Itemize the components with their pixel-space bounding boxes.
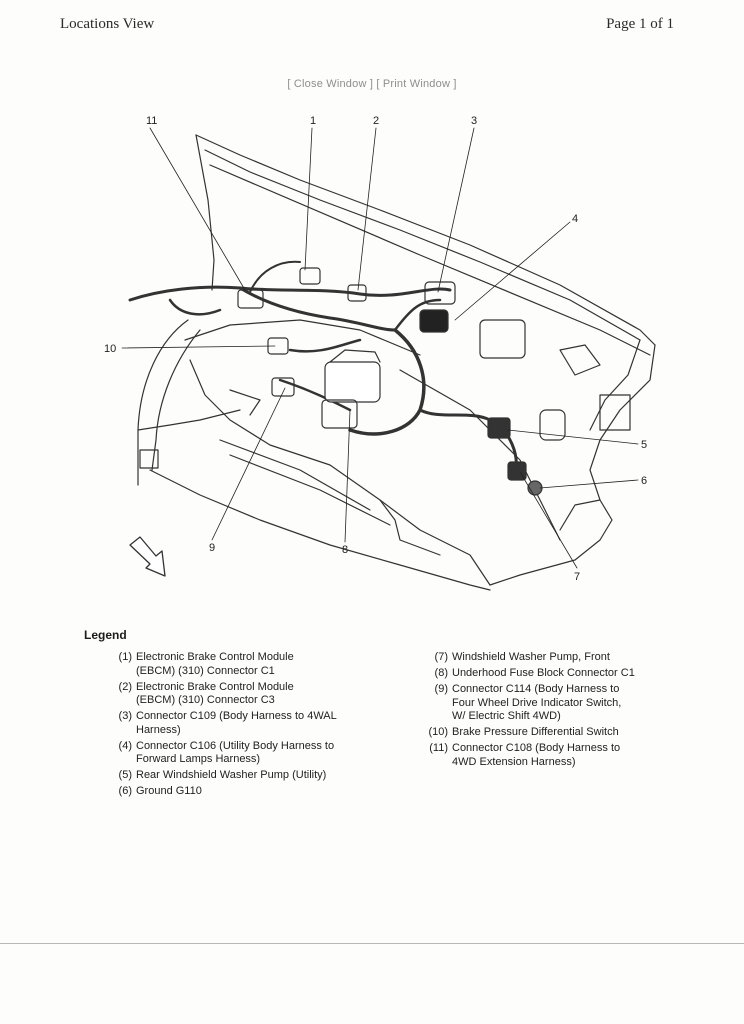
legend-item-text: Four Wheel Drive Indicator Switch, bbox=[452, 696, 622, 709]
callout-9: 9 bbox=[209, 542, 215, 554]
legend-item-text: Connector C114 (Body Harness to bbox=[452, 683, 620, 695]
callout-4: 4 bbox=[572, 213, 578, 225]
legend-item-number: (5) bbox=[118, 769, 132, 781]
legend-item-text: (EBCM) (310) Connector C1 bbox=[136, 664, 275, 677]
legend-item-text: Forward Lamps Harness) bbox=[136, 753, 261, 765]
callout-7: 7 bbox=[574, 571, 580, 583]
legend-item-text: Windshield Washer Pump, Front bbox=[452, 651, 610, 663]
callout-11: 11 bbox=[146, 115, 157, 127]
legend-item-text: Underhood Fuse Block Connector C1 bbox=[452, 667, 635, 679]
callout-8: 8 bbox=[342, 544, 348, 556]
callout-10: 10 bbox=[104, 343, 116, 355]
legend-item-number: (3) bbox=[118, 710, 132, 722]
callout-2: 2 bbox=[373, 115, 379, 127]
callout-6: 6 bbox=[641, 475, 647, 487]
legend-item-text: Brake Pressure Differential Switch bbox=[452, 726, 619, 738]
legend-item-text: Connector C106 (Utility Body Harness to bbox=[136, 739, 335, 752]
callout-1: 1 bbox=[310, 115, 316, 127]
engine-compartment-diagram: 11 1 2 3 4 5 6 7 8 9 10 bbox=[104, 115, 656, 591]
legend-item-text: Connector C109 (Body Harness to 4WAL bbox=[136, 710, 337, 722]
legend-item-text: Ground G110 bbox=[136, 785, 202, 797]
window-links: [ Close Window ] [ Print Window ] bbox=[0, 78, 744, 90]
legend-item-text: (EBCM) (310) Connector C3 bbox=[136, 694, 275, 706]
legend-item-text: Harness) bbox=[136, 723, 181, 736]
legend-item-text: Rear Windshield Washer Pump (Utility) bbox=[136, 769, 327, 781]
legend-item-number: (1) bbox=[118, 651, 132, 663]
legend-item-text: Connector C108 (Body Harness to bbox=[452, 742, 621, 754]
legend-item-number: (11) bbox=[429, 742, 448, 754]
legend-item-number: (4) bbox=[118, 739, 132, 752]
page-divider bbox=[0, 943, 744, 944]
print-window-link[interactable]: [ Print Window ] bbox=[376, 78, 457, 90]
legend-item-text: Electronic Brake Control Module bbox=[136, 680, 294, 693]
legend-title: Legend bbox=[84, 628, 127, 642]
callout-3: 3 bbox=[471, 115, 477, 127]
close-window-link[interactable]: [ Close Window ] bbox=[287, 78, 374, 90]
legend-item-text: Electronic Brake Control Module bbox=[136, 651, 294, 663]
legend-item-number: (10) bbox=[428, 726, 448, 738]
legend-item-number: (2) bbox=[118, 680, 132, 693]
legend-item-number: (8) bbox=[434, 667, 448, 679]
callout-5: 5 bbox=[641, 439, 647, 451]
legend-item-text: 4WD Extension Harness) bbox=[452, 755, 576, 768]
page-title: Locations View bbox=[60, 16, 155, 32]
legend-item-number: (7) bbox=[434, 651, 448, 663]
legend-item-text: W/ Electric Shift 4WD) bbox=[452, 710, 561, 722]
legend-item-number: (6) bbox=[118, 785, 132, 797]
page-number: Page 1 of 1 bbox=[606, 16, 674, 32]
legend-item-number: (9) bbox=[434, 683, 448, 695]
